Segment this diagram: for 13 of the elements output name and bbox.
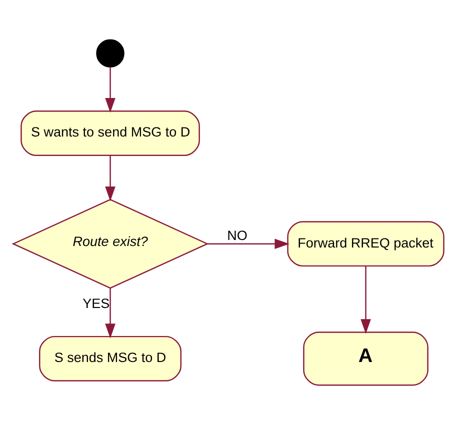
node-box: S wants to send MSG to D (20, 110, 200, 156)
edge-label: YES (82, 296, 110, 312)
node-box: Forward RREQ packet (287, 221, 444, 267)
node-circle (96, 39, 124, 68)
arrow (360, 266, 371, 334)
edge-label: NO (227, 228, 248, 243)
arrow (105, 288, 116, 338)
arrow (105, 67, 116, 113)
arrow (105, 156, 116, 202)
arrow (208, 238, 290, 249)
node-box: A (303, 332, 428, 386)
node-diamond: Route exist? (12, 198, 209, 289)
node-box: S sends MSG to D (39, 336, 182, 382)
